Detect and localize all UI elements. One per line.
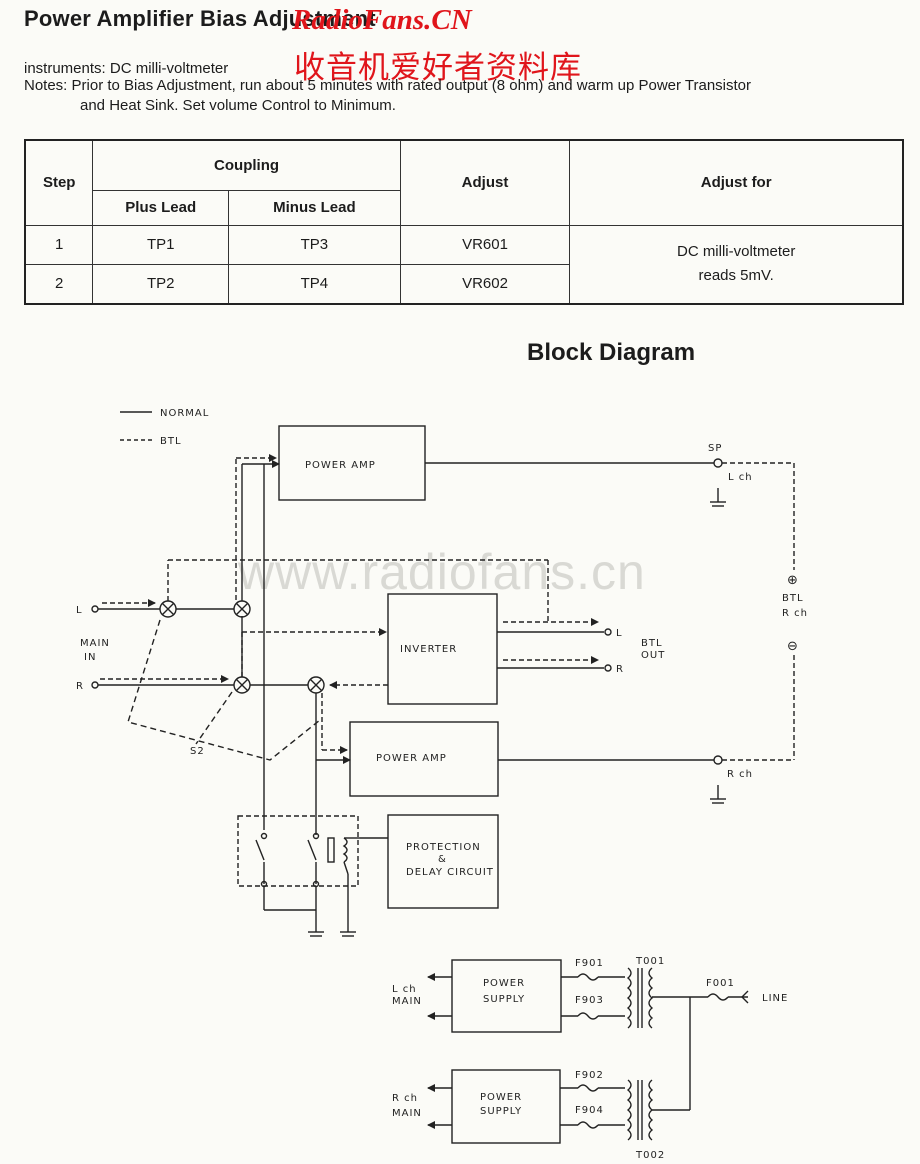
transformer-t002-label: T002	[635, 1150, 665, 1161]
table-row: 1 TP1 TP3 VR601 DC milli-voltmeter reads…	[24, 224, 904, 305]
inverter-block	[387, 593, 498, 705]
header-plus-lead: Plus Lead	[92, 189, 230, 226]
cell-adjust: VR602	[399, 263, 571, 305]
ps-bot-label-2: SUPPLY	[480, 1106, 522, 1117]
header-adjust-for: Adjust for	[569, 139, 904, 226]
speaker-terminal-l	[713, 458, 723, 468]
protection-label-1: PROTECTION	[406, 842, 481, 853]
notes-line-2: and Heat Sink. Set volume Control to Min…	[80, 97, 396, 114]
adjust-for-line-1: DC milli-voltmeter	[676, 243, 796, 261]
ps-bot-label-1: POWER	[480, 1092, 522, 1103]
watermark-chinese: 收音机爱好者资料库	[294, 50, 582, 86]
page-title: Power Amplifier Bias Adjustment	[24, 6, 376, 31]
main-label: MAIN	[80, 638, 110, 649]
ps-l-label-1: L ch	[392, 984, 417, 995]
protection-block	[387, 814, 499, 909]
sp-label: SP	[708, 443, 722, 454]
fuse-f901: F901	[575, 958, 604, 969]
line-label: LINE	[762, 993, 788, 1004]
block-diagram-title: Block Diagram	[527, 339, 696, 366]
btl-out-l-label: L	[616, 628, 623, 639]
cell-plus: TP1	[92, 224, 230, 265]
protection-label-3: DELAY CIRCUIT	[406, 867, 494, 878]
ps-top-label-2: SUPPLY	[483, 994, 525, 1005]
bias-adjustment-table: Step Coupling Adjust Adjust for Plus Lea…	[24, 139, 904, 305]
btl-out-label-2: OUT	[641, 650, 665, 661]
btl-out-label-1: BTL	[641, 638, 663, 649]
mixer-l2	[233, 600, 251, 618]
header-minus-lead: Minus Lead	[228, 189, 401, 226]
inverter-label: INVERTER	[400, 644, 457, 655]
s2-label: S2	[190, 746, 205, 757]
lch-label: L ch	[728, 472, 753, 483]
watermark-radiofans: RadioFans.CN	[292, 4, 472, 36]
ps-top-label-1: POWER	[483, 978, 525, 989]
minus-terminal: ⊖	[787, 639, 799, 654]
cell-minus: TP4	[228, 263, 401, 305]
fuse-f903: F903	[575, 995, 604, 1006]
btl-rch-label: R ch	[782, 608, 808, 619]
mixer-l1	[159, 600, 177, 618]
fuse-f902: F902	[575, 1070, 604, 1081]
instruments-note: instruments: DC milli-voltmeter	[24, 60, 229, 77]
in-label: IN	[84, 652, 96, 663]
watermark-site: www.radiofans.cn	[238, 544, 646, 600]
transformer-t001-label: T001	[635, 956, 665, 967]
cell-step: 2	[24, 263, 94, 305]
mixer-r2	[307, 676, 325, 694]
cell-adjust: VR601	[399, 224, 571, 265]
power-supply-l-block	[451, 959, 562, 1033]
mixer-r1	[233, 676, 251, 694]
protection-label-2: &	[438, 854, 447, 865]
notes-line-1: Notes: Prior to Bias Adjustment, run abo…	[24, 77, 752, 94]
btl-label: BTL	[782, 593, 804, 604]
table-row: 2 TP2 TP4 VR602	[24, 263, 903, 305]
legend-btl-label: BTL	[160, 436, 182, 447]
header-step: Step	[24, 139, 94, 226]
transformer-t002	[626, 1079, 654, 1141]
relay-dashed-box	[237, 815, 359, 887]
input-l-terminal	[91, 605, 99, 613]
adjust-for-line-2: reads 5mV.	[698, 267, 774, 285]
ps-l-label-2: MAIN	[392, 996, 422, 1007]
input-r-terminal	[91, 681, 99, 689]
legend-normal-label: NORMAL	[160, 408, 209, 419]
input-r-label: R	[76, 681, 84, 692]
power-amp-bottom-label: POWER AMP	[376, 753, 447, 764]
cell-minus: TP3	[228, 224, 401, 265]
fuse-f904: F904	[575, 1105, 604, 1116]
speaker-terminal-r	[713, 755, 723, 765]
cell-plus: TP2	[92, 263, 230, 305]
rch-label: R ch	[727, 769, 753, 780]
power-supply-r-block	[451, 1069, 561, 1144]
transformer-t001	[626, 967, 654, 1029]
cell-adjust-for: DC milli-voltmeter reads 5mV.	[569, 224, 904, 305]
header-adjust: Adjust	[399, 139, 571, 226]
power-amp-top-label: POWER AMP	[305, 460, 376, 471]
header-coupling: Coupling	[92, 139, 401, 191]
plus-terminal: ⊕	[787, 573, 799, 588]
fuse-f001: F001	[706, 978, 735, 989]
ps-r-label-2: MAIN	[392, 1108, 422, 1119]
input-l-label: L	[76, 605, 83, 616]
ps-r-label-1: R ch	[392, 1093, 418, 1104]
btl-out-r-label: R	[616, 664, 624, 675]
